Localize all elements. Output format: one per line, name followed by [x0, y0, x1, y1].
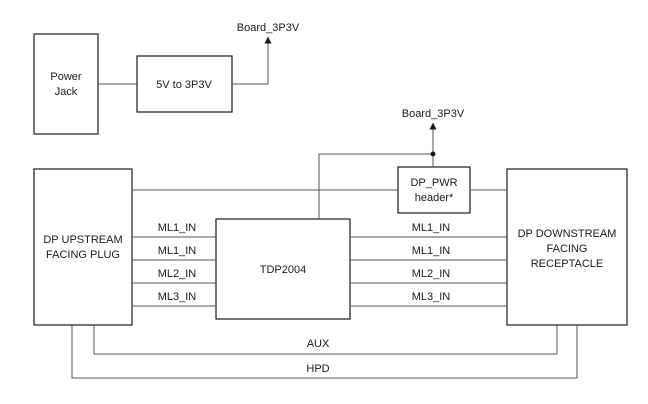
aux-wire	[93, 325, 558, 355]
power-jack-label-line2: Jack	[55, 86, 78, 98]
dp-downstream-label-line2: FACING	[547, 243, 588, 255]
dp-upstream-label-line1: DP UPSTREAM	[43, 234, 122, 246]
power-jack-block	[33, 33, 99, 135]
converter-output-wire	[232, 36, 272, 85]
dp-downstream-block	[506, 168, 628, 326]
junction-dot	[430, 151, 436, 157]
tdp2004-block	[215, 218, 351, 320]
dp-pwr-header-block	[397, 166, 471, 214]
top-rail-label: Board_3P3V	[237, 22, 300, 34]
tdp-power-wire	[318, 153, 433, 219]
aux-label: AUX	[307, 338, 330, 350]
dp-downstream-label-line3: RECEPTACLE	[531, 258, 604, 270]
lane-out-label: ML2_IN	[412, 268, 451, 280]
lane-out-label: ML1_IN	[412, 245, 451, 257]
hpd-wire	[71, 325, 578, 379]
mid-rail-label: Board_3P3V	[402, 108, 465, 120]
dp-upstream-label-line2: FACING PLUG	[46, 249, 120, 261]
lane-in-label: ML1_IN	[158, 222, 197, 234]
lane-in-label: ML2_IN	[158, 268, 197, 280]
dp-upstream-block	[33, 168, 133, 326]
lane-in-label: ML3_IN	[158, 291, 197, 303]
lane-in-label: ML1_IN	[158, 245, 197, 257]
tdp2004-label: TDP2004	[260, 264, 306, 276]
power-jack-label-line1: Power	[50, 71, 82, 83]
dp-pwr-label-line2: header*	[415, 192, 454, 204]
lane-out-label: ML3_IN	[412, 291, 451, 303]
lane-out-label: ML1_IN	[412, 222, 451, 234]
hpd-label: HPD	[306, 363, 329, 375]
dp-downstream-label-line1: DP DOWNSTREAM	[518, 228, 617, 240]
converter-label: 5V to 3P3V	[156, 79, 212, 91]
dp-pwr-label-line1: DP_PWR	[410, 177, 457, 189]
